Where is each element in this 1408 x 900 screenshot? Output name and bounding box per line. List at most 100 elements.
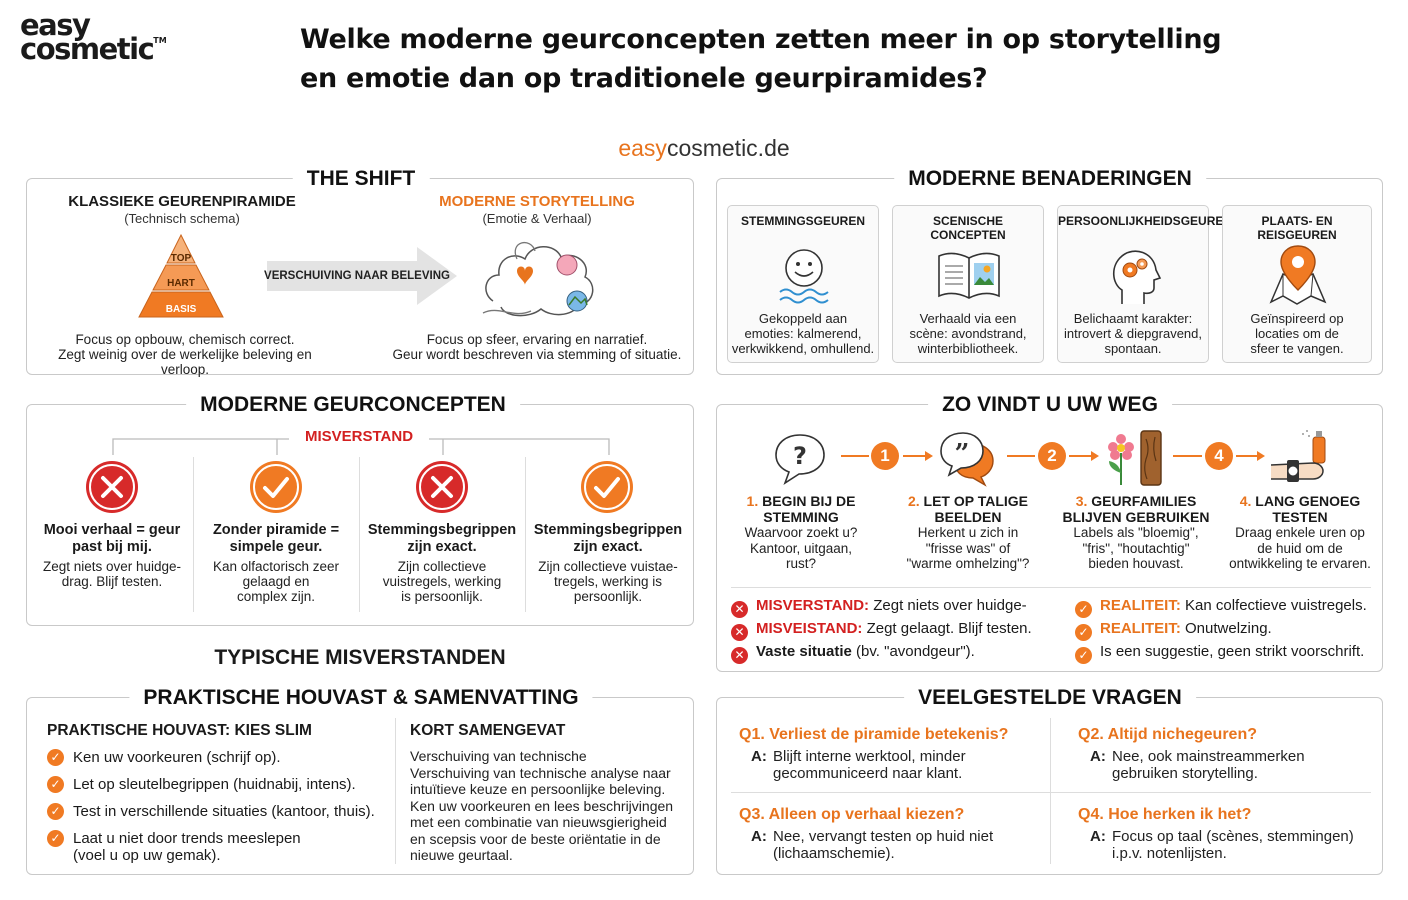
way-title: ZO VINDT U UW WEG [928, 393, 1172, 417]
faq-item-3[interactable]: Q3. Alleen op verhaal kiezen? A:Nee, ver… [739, 806, 994, 862]
practical-panel: PRAKTISCHE HOUVAST & SAMENVATTING PRAKTI… [26, 686, 694, 875]
typical-misunderstandings-heading: TYPISCHE MISVERSTANDEN [214, 646, 506, 669]
wrist-spray-icon [1270, 430, 1326, 482]
modern-storytelling-text: Focus op sfeer, ervaring en narratief. G… [392, 332, 682, 362]
scent-cloud-icon [482, 241, 594, 317]
open-book-icon [938, 252, 1000, 299]
classic-pyramid-subheading: (Technisch schema) [124, 211, 240, 226]
approaches-panel: MODERNE BENADERINGEN STEMMINGSGEUREN Gek… [716, 167, 1383, 375]
realiteit-row-3: ✓Is een suggestie, geen strikt voorschri… [1075, 643, 1364, 664]
realiteit-row-1: ✓REALITEIT: Kan colfectieve vuistregels. [1075, 597, 1367, 618]
practical-item: ✓Test in verschillende situaties (kantoo… [47, 803, 407, 820]
check-icon: ✓ [47, 803, 64, 820]
step-4: 4. LANG GENOEG TESTEN Draag enkele uren … [1229, 493, 1371, 571]
faq-panel: VEELGESTELDE VRAGEN Q1. Verliest de pira… [716, 686, 1383, 875]
classic-pyramid-heading: KLASSIEKE GEURENPIRAMIDE [68, 193, 296, 210]
misverstand-row-2: ✕MISVEISTAND: Zegt gelaagt. Blijf testen… [731, 620, 1032, 641]
question-bubble-icon: ? [775, 434, 825, 485]
check-icon: ✓ [47, 749, 64, 766]
faq-item-1[interactable]: Q1. Verliest de piramide betekenis? A:Bl… [739, 726, 1009, 782]
step-2: 2. LET OP TALIGE BEELDEN Herkent u zich … [906, 493, 1030, 571]
faq-divider-h [731, 792, 1371, 793]
concept-2-heading: Zonder piramide =simpele geur. [212, 522, 340, 555]
shift-title: THE SHIFT [292, 167, 430, 191]
concept-divider-2 [359, 457, 360, 612]
logo-line-2: cosmeticTM [20, 31, 167, 66]
practical-divider [395, 718, 396, 864]
practical-title: PRAKTISCHE HOUVAST & SAMENVATTING [129, 686, 593, 710]
page-title-line-2: en emotie dan op traditionele geurpirami… [300, 63, 988, 94]
practical-item: ✓Ken uw voorkeuren (schrijf op). [47, 749, 397, 766]
summary-text: Verschuiving van technische Verschuiving… [410, 748, 674, 863]
concepts-panel: MODERNE GEURCONCEPTEN MISVERSTAND Mooi v… [26, 393, 694, 626]
pyramid-top-label: TOP [170, 253, 192, 264]
step-number-badge: 1 [871, 442, 899, 470]
classic-pyramid-text: Focus op opbouw, chemisch correct. Zegt … [58, 332, 312, 377]
misverstand-row-1: ✕MISVERSTAND: Zegt niets over huidge- [731, 597, 1027, 618]
concept-1-text: Zegt niets over huidge-drag. Blijf teste… [42, 559, 182, 589]
check-circle-icon [581, 461, 633, 513]
page-title: Welke moderne geurconcepten zetten meer … [300, 20, 1300, 98]
modern-storytelling-subheading: (Emotie & Verhaal) [482, 211, 592, 226]
step-3: 3. GEURFAMILIES BLIJVEN GEBRUIKEN Labels… [1062, 493, 1210, 571]
shift-arrow-label: VERSCHUIVING NAAR BELEVING [264, 270, 450, 282]
practical-item: ✓Laat u niet door trends meeslepen(voel … [47, 830, 397, 864]
misverstand-label: MISVERSTAND [289, 428, 429, 445]
easycosmetic-logo: easy cosmeticTM [20, 8, 190, 66]
practical-item: ✓Let op sleutelbegrippen (huidnabij, int… [47, 776, 397, 793]
way-panel: ZO VINDT U UW WEG ? 1 ” 2 4 [716, 393, 1383, 672]
site-url[interactable]: easycosmetic.de [618, 135, 790, 161]
map-pin-icon [1269, 245, 1327, 305]
step-1: 1. BEGIN BIJ DE STEMMING Waarvoor zoekt … [744, 493, 858, 571]
misverstand-row-3: ✕Vaste situatie (bv. "avondgeur"). [731, 643, 975, 664]
approaches-title: MODERNE BENADERINGEN [894, 167, 1206, 191]
head-gears-icon [1112, 250, 1162, 304]
step-number-badge: 4 [1205, 442, 1233, 470]
x-icon: ✕ [731, 624, 748, 641]
x-icon: ✕ [731, 601, 748, 618]
check-icon: ✓ [1075, 624, 1092, 641]
shift-panel: THE SHIFT KLASSIEKE GEURENPIRAMIDE (Tech… [26, 167, 694, 377]
faq-item-2[interactable]: Q2. Altijd nichegeuren? A:Nee, ook mains… [1078, 726, 1305, 782]
summary-heading: KORT SAMENGEVAT [410, 722, 566, 739]
concept-divider-1 [193, 457, 194, 612]
check-circle-icon [250, 461, 302, 513]
practical-left-heading: PRAKTISCHE HOUVAST: KIES SLIM [47, 722, 312, 739]
concept-4-text: Zijn collectieve vuistae-tregels, werkin… [538, 559, 678, 604]
page-title-line-1: Welke moderne geurconcepten zetten meer … [300, 24, 1222, 55]
x-circle-icon [86, 461, 138, 513]
faq-title: VEELGESTELDE VRAGEN [904, 686, 1196, 710]
logo-line-1: easy [20, 8, 91, 42]
x-icon: ✕ [731, 647, 748, 664]
pyramid-heart-label: HART [167, 278, 195, 289]
way-divider [731, 587, 1371, 588]
fragrance-pyramid-icon [138, 233, 224, 318]
pyramid-base-label: BASIS [165, 304, 197, 315]
step-number-badge: 2 [1038, 442, 1066, 470]
x-circle-icon [416, 461, 468, 513]
modern-storytelling-heading: MODERNE STORYTELLING [439, 193, 635, 210]
check-icon: ✓ [47, 830, 64, 847]
faq-item-4[interactable]: Q4. Hoe herken ik het? A:Focus op taal (… [1078, 806, 1354, 862]
flower-wood-icon [1108, 430, 1162, 486]
step-arrows [841, 451, 1265, 461]
smiley-waves-icon [779, 249, 829, 304]
shift-arrow-icon [267, 247, 457, 305]
svg-text:”: ” [955, 439, 970, 469]
quote-bubble-icon: ” [940, 432, 994, 487]
concepts-title: MODERNE GEURCONCEPTEN [186, 393, 520, 417]
faq-divider-v [1050, 718, 1051, 864]
approach-card-personality[interactable]: PERSOONLIJKHEIDSGEUREN Belichaamt karakt… [1057, 205, 1232, 363]
check-icon: ✓ [1075, 601, 1092, 618]
concept-divider-3 [525, 457, 526, 612]
check-icon: ✓ [47, 776, 64, 793]
realiteit-row-2: ✓REALITEIT: Onutwelzing. [1075, 620, 1272, 641]
